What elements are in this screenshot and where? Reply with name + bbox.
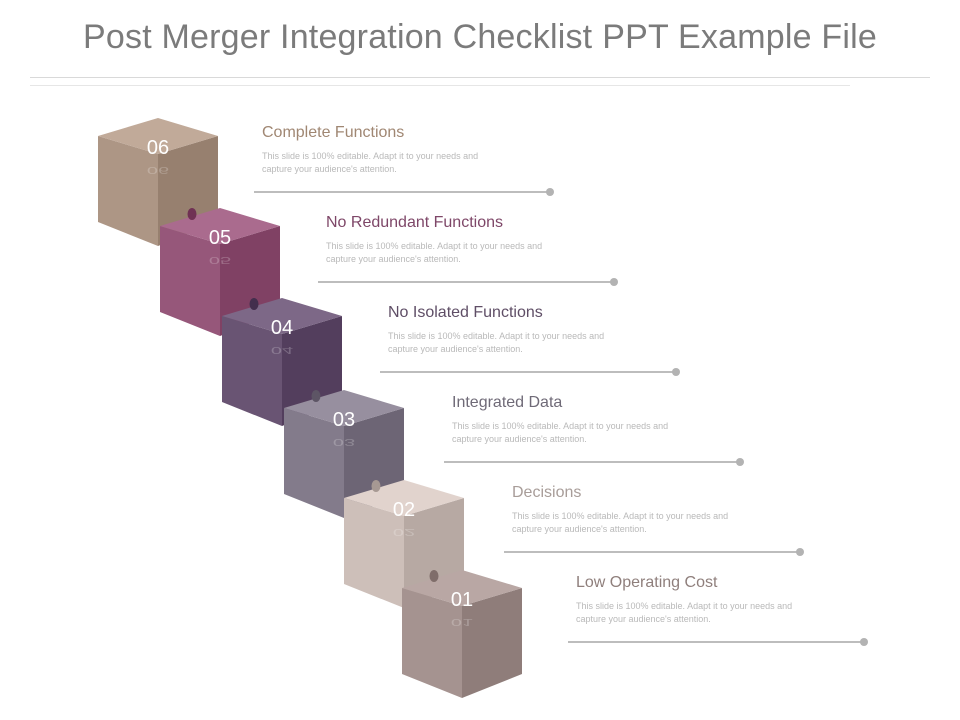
step-description: This slide is 100% editable. Adapt it to… xyxy=(388,331,605,354)
cube-number-reflection: 05 xyxy=(209,254,231,265)
cube-number: 06 xyxy=(147,137,169,159)
step-description: This slide is 100% editable. Adapt it to… xyxy=(512,511,729,534)
cube-number-reflection: 06 xyxy=(147,164,169,175)
title-divider-bottom xyxy=(30,85,850,86)
cube-left-face xyxy=(98,136,158,246)
cube-connector xyxy=(371,480,381,492)
step-connector-dot xyxy=(796,548,804,556)
cube-number: 01 xyxy=(451,589,473,611)
cube-top-face xyxy=(98,118,218,154)
step-heading: Integrated Data xyxy=(452,394,563,411)
step-connector-line xyxy=(254,191,550,193)
step-connector-line xyxy=(504,551,800,553)
cube-connector xyxy=(311,390,321,402)
cube-left-face xyxy=(160,226,220,336)
step-heading: No Redundant Functions xyxy=(326,214,503,231)
step-connector-line xyxy=(568,641,864,643)
step-connector-dot xyxy=(736,458,744,466)
cube-left-face xyxy=(344,498,404,608)
cube-number-reflection: 04 xyxy=(271,344,293,355)
step-description: This slide is 100% editable. Adapt it to… xyxy=(576,601,793,624)
step-connector-dot xyxy=(610,278,618,286)
cube-connector xyxy=(429,570,439,582)
step-description: This slide is 100% editable. Adapt it to… xyxy=(452,421,669,444)
cube-connector xyxy=(187,208,197,220)
step-heading: Low Operating Cost xyxy=(576,574,718,591)
step-heading: No Isolated Functions xyxy=(388,304,543,321)
step-connector-line xyxy=(380,371,676,373)
cube-number-reflection: 01 xyxy=(451,616,473,627)
cube-connector xyxy=(249,298,259,310)
step-connector-dot xyxy=(546,188,554,196)
cube-number: 05 xyxy=(209,227,231,249)
step-description: This slide is 100% editable. Adapt it to… xyxy=(262,151,479,174)
cube-number: 04 xyxy=(271,317,293,339)
cube-number: 02 xyxy=(393,499,415,521)
step-connector-dot xyxy=(672,368,680,376)
cube-left-face xyxy=(222,316,282,426)
cube-left-face xyxy=(402,588,462,698)
title-divider-top xyxy=(30,77,930,78)
cube-right-face xyxy=(462,588,522,698)
step-connector-line xyxy=(444,461,740,463)
cube-left-face xyxy=(284,408,344,518)
step-heading: Complete Functions xyxy=(262,124,405,141)
step-heading: Decisions xyxy=(512,484,582,501)
cube-number-reflection: 03 xyxy=(333,436,355,447)
step-connector-dot xyxy=(860,638,868,646)
slide-title-main: Post Merger Integration Checklist xyxy=(83,18,593,56)
step-description: This slide is 100% editable. Adapt it to… xyxy=(326,241,543,264)
step-connector-line xyxy=(318,281,614,283)
cube-number: 03 xyxy=(333,409,355,431)
cube-number-reflection: 02 xyxy=(393,526,415,537)
slide-title-sub: PPT Example File xyxy=(602,18,877,56)
